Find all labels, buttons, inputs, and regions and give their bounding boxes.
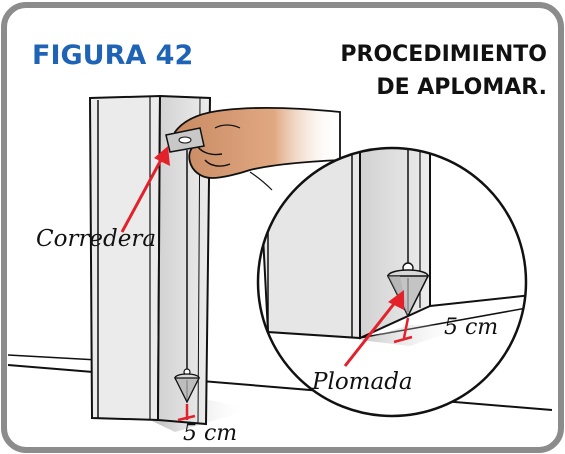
procedure-title-line2: DE APLOMAR.: [376, 75, 547, 100]
distance-label-zoom: 5 cm: [444, 315, 499, 340]
figure-number: FIGURA 42: [32, 40, 194, 71]
slider-callout: Corredera: [36, 226, 157, 252]
procedure-title: PROCEDIMIENTO DE APLOMAR.: [340, 38, 547, 104]
plomada-arrow: [343, 299, 399, 367]
plumb-bob-callout: Plomada: [312, 369, 413, 395]
main-scene: [7, 94, 553, 432]
zoom-circle: [256, 146, 528, 418]
procedure-title-line1: PROCEDIMIENTO: [340, 42, 547, 67]
plumb-bob-main: [173, 368, 201, 404]
distance-label-main: 5 cm: [183, 421, 238, 446]
corredera-arrow: [120, 157, 164, 233]
